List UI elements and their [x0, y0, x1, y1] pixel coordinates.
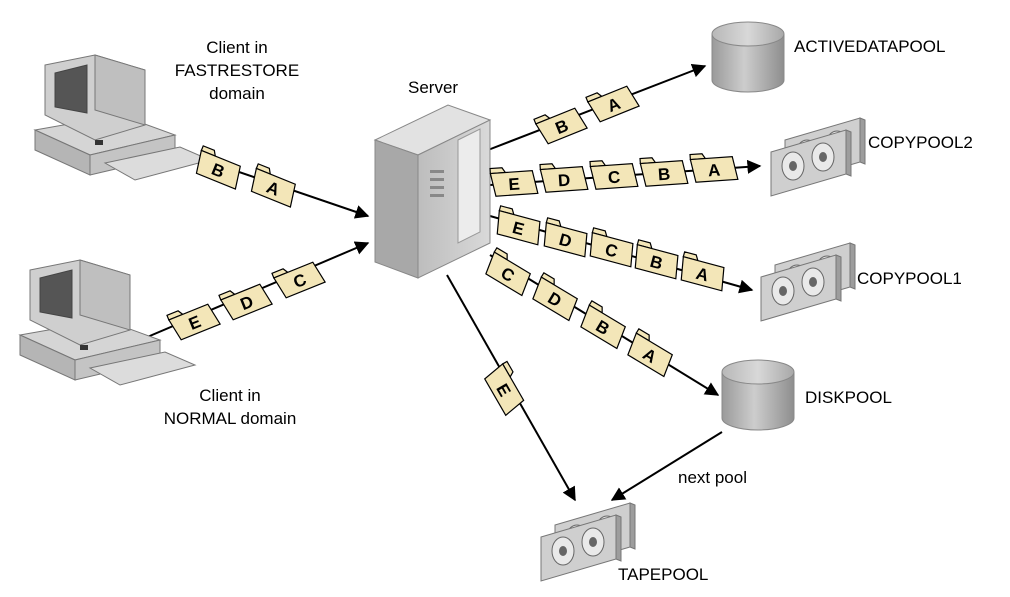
folder-server-to-diskpool-b: B [580, 299, 627, 350]
tape-icon-copypool2 [770, 117, 866, 197]
folder-server-to-diskpool-d: D [532, 271, 579, 322]
svg-text:A: A [707, 161, 721, 181]
folder-server-to-activedatapool-a: A [585, 85, 641, 123]
folder-normal-to-server-e: E [166, 303, 222, 341]
svg-text:A: A [694, 264, 711, 286]
next-pool-label: next pool [678, 468, 747, 487]
svg-text:C: C [603, 240, 620, 262]
arrow-diskpool-to-tapepool [610, 431, 723, 501]
folder-server-to-copypool2-b: B [639, 157, 689, 187]
server-label: Server [408, 78, 459, 97]
folder-server-to-diskpool-c: C [485, 246, 532, 297]
folder-server-to-copypool2-e: E [489, 167, 539, 197]
disk-icon-activedatapool [711, 21, 785, 93]
copypool2-label: COPYPOOL2 [868, 133, 973, 152]
client-normal-line2: NORMAL domain [163, 409, 297, 428]
activedatapool-label: ACTIVEDATAPOOL [794, 37, 946, 56]
svg-text:E: E [508, 175, 521, 195]
folder-normal-to-server-c: C [271, 261, 327, 299]
tape-cartridges [540, 117, 866, 582]
svg-text:D: D [557, 230, 574, 252]
folder-server-to-activedatapool-b: B [533, 107, 589, 145]
client-fastrestore-line3: domain [209, 84, 265, 103]
copypool1-label: COPYPOOL1 [857, 269, 962, 288]
folder-server-to-copypool1-d: D [543, 217, 588, 258]
tape-icon-tapepool [540, 502, 636, 582]
svg-text:E: E [510, 218, 526, 239]
tapepool-label: TAPEPOOL [618, 565, 709, 584]
client-normal-line1: Client in [199, 386, 261, 405]
svg-text:C: C [607, 168, 621, 188]
computer-icon-fastrestore [33, 54, 212, 181]
folder-server-to-copypool1-e: E [496, 205, 541, 246]
tape-icon-copypool1 [760, 242, 856, 322]
folder-server-to-copypool2-d: D [539, 163, 589, 193]
client-fastrestore-line2: FASTRESTORE [174, 61, 300, 80]
server-icon [373, 104, 492, 279]
svg-text:B: B [657, 165, 671, 185]
svg-text:B: B [648, 252, 665, 274]
client-normal-label: Client in NORMAL domain [145, 384, 315, 430]
folder-server-to-copypool2-c: C [589, 160, 639, 190]
folder-server-to-copypool1-b: B [634, 239, 679, 280]
client-fastrestore-label: Client in FASTRESTORE domain [172, 36, 302, 105]
folder-normal-to-server-d: D [218, 283, 274, 321]
folder-fastrestore-to-server-b: B [195, 145, 241, 190]
svg-text:D: D [557, 171, 571, 191]
diskpool-label: DISKPOOL [805, 388, 892, 407]
folder-server-to-copypool2-a: A [689, 153, 739, 183]
folder-fastrestore-to-server-a: A [250, 163, 296, 208]
disk-icon-diskpool [721, 359, 795, 431]
folder-server-to-copypool1-a: A [680, 251, 725, 292]
folder-server-to-tapepool-e: E [483, 360, 525, 417]
client-fastrestore-line1: Client in [206, 38, 268, 57]
computer-icon-normal [18, 259, 197, 386]
folder-server-to-diskpool-a: A [627, 327, 674, 378]
folder-server-to-copypool1-c: C [589, 227, 634, 268]
